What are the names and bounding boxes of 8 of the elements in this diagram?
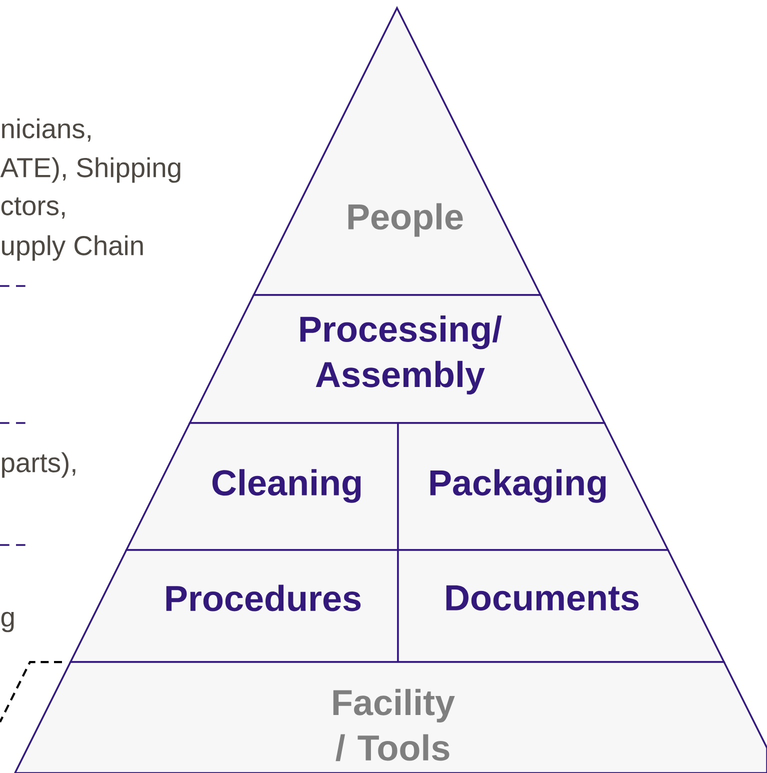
side-text: parts), bbox=[2, 452, 76, 478]
side-text: ctors, bbox=[1, 197, 65, 219]
side-text: nicians, bbox=[2, 118, 90, 142]
side-text: g bbox=[1, 612, 14, 632]
pyramid-band: Documents bbox=[397, 549, 726, 663]
side-text: ATE), Shipping bbox=[0, 157, 180, 183]
side-text: upply Chain bbox=[2, 235, 143, 261]
pyramid-band: Packaging bbox=[397, 422, 670, 551]
